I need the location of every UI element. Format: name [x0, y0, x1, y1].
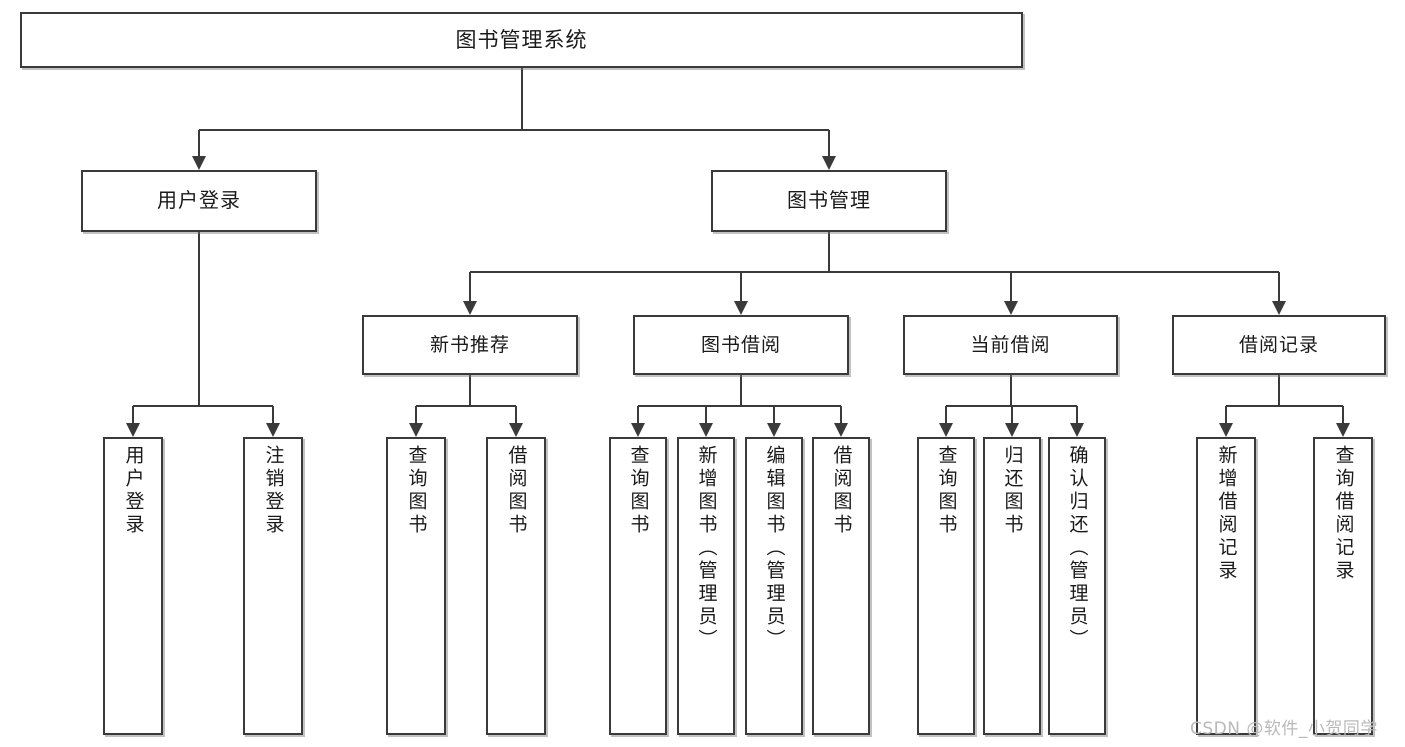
node-leaf-borrow-book-new-label: 借阅图书: [505, 445, 528, 537]
node-leaf-user-login-label: 用户登录: [122, 445, 145, 537]
connector-to-leaf-user-login: [132, 406, 134, 435]
connector-to-leaf-edit-book: [773, 406, 775, 435]
node-leaf-query-book-current[interactable]: 查询图书: [917, 437, 975, 735]
connector-book-borrow-stem: [740, 375, 742, 406]
node-leaf-return-book-label: 归还图书: [1001, 445, 1024, 537]
node-leaf-query-book-borrow[interactable]: 查询图书: [609, 437, 667, 735]
connector-arrowhead: [822, 156, 836, 170]
connector-book-borrow-bus: [638, 405, 841, 407]
connector-root-bus: [199, 129, 829, 131]
node-root-label: 图书管理系统: [455, 27, 588, 52]
connector-arrowhead: [266, 423, 280, 437]
node-user-login-label: 用户登录: [157, 188, 241, 213]
node-book-borrow-label: 图书借阅: [700, 333, 781, 356]
connector-to-leaf-query-book-borrow: [637, 406, 639, 435]
connector-to-leaf-confirm-return: [1076, 406, 1078, 435]
node-leaf-edit-book[interactable]: 编辑图书（管理员）: [745, 437, 803, 735]
connector-to-user-login: [198, 130, 200, 168]
connector-book-manage-stem: [828, 232, 830, 272]
connector-to-leaf-logout-login: [272, 406, 274, 435]
connector-arrowhead: [1003, 301, 1018, 315]
node-book-borrow[interactable]: 图书借阅: [633, 315, 849, 375]
connector-root-stem: [520, 68, 523, 130]
connector-book-manage-bus: [470, 271, 1279, 273]
node-current-borrow[interactable]: 当前借阅: [903, 315, 1118, 375]
connector-to-new-book-recommend: [469, 272, 471, 313]
connector-arrowhead: [126, 423, 140, 437]
connector-to-book-manage: [828, 130, 830, 168]
node-borrow-record-label: 借阅记录: [1238, 333, 1319, 356]
connector-to-current-borrow: [1009, 272, 1012, 313]
connector-user-login-stem: [198, 232, 200, 406]
node-new-book-recommend-label: 新书推荐: [429, 333, 510, 356]
connector-arrowhead: [192, 156, 206, 170]
node-leaf-borrow-book[interactable]: 借阅图书: [812, 437, 870, 735]
node-leaf-add-book[interactable]: 新增图书（管理员）: [677, 437, 735, 735]
connector-to-leaf-query-book-current: [945, 406, 947, 435]
node-root[interactable]: 图书管理系统: [20, 12, 1023, 68]
connector-to-leaf-return-book: [1011, 406, 1013, 435]
node-leaf-edit-book-label: 编辑图书（管理员）: [763, 445, 786, 652]
node-new-book-recommend[interactable]: 新书推荐: [362, 315, 578, 375]
node-borrow-record[interactable]: 借阅记录: [1172, 315, 1386, 375]
connector-arrowhead: [767, 423, 781, 437]
connector-to-leaf-query-book-new: [415, 406, 417, 435]
node-leaf-query-book-new-label: 查询图书: [405, 445, 428, 537]
node-book-manage[interactable]: 图书管理: [711, 170, 947, 232]
connector-current-borrow-stem: [1009, 375, 1012, 406]
connector-arrowhead: [1219, 423, 1233, 437]
connector-borrow-record-stem: [1278, 375, 1280, 406]
connector-arrowhead: [699, 423, 713, 437]
connector-arrowhead: [409, 423, 423, 437]
connector-to-borrow-record: [1278, 272, 1280, 313]
connector-to-leaf-add-book: [705, 406, 707, 435]
node-leaf-logout-login[interactable]: 注销登录: [243, 437, 303, 735]
connector-arrowhead: [1272, 301, 1286, 315]
node-leaf-add-book-label: 新增图书（管理员）: [695, 445, 718, 652]
node-leaf-add-borrow-record[interactable]: 新增借阅记录: [1196, 437, 1256, 735]
node-leaf-return-book[interactable]: 归还图书: [983, 437, 1041, 735]
connector-to-book-borrow: [740, 272, 742, 313]
connector-user-login-bus: [133, 405, 273, 407]
connector-to-leaf-add-borrow-record: [1225, 406, 1227, 435]
connector-arrowhead: [509, 423, 523, 437]
connector-arrowhead: [463, 301, 477, 315]
node-current-borrow-label: 当前借阅: [970, 333, 1051, 356]
connector-arrowhead: [834, 423, 848, 437]
node-leaf-user-login[interactable]: 用户登录: [103, 437, 163, 735]
connector-new-book-recommend-bus: [416, 405, 516, 407]
node-leaf-borrow-book-new[interactable]: 借阅图书: [486, 437, 546, 735]
connector-arrowhead: [1005, 423, 1019, 437]
node-leaf-query-borrow-record[interactable]: 查询借阅记录: [1313, 437, 1373, 735]
node-leaf-confirm-return-label: 确认归还（管理员）: [1066, 445, 1089, 652]
node-leaf-query-borrow-record-label: 查询借阅记录: [1332, 445, 1355, 583]
node-leaf-query-book-new[interactable]: 查询图书: [386, 437, 446, 735]
connector-arrowhead: [1336, 423, 1350, 437]
node-leaf-query-book-current-label: 查询图书: [935, 445, 958, 537]
node-user-login[interactable]: 用户登录: [81, 170, 317, 232]
node-leaf-add-borrow-record-label: 新增借阅记录: [1215, 445, 1238, 583]
node-leaf-logout-login-label: 注销登录: [262, 445, 285, 537]
node-leaf-confirm-return[interactable]: 确认归还（管理员）: [1048, 437, 1106, 735]
connector-arrowhead: [631, 423, 645, 437]
connector-to-leaf-borrow-book-new: [515, 406, 517, 435]
connector-to-leaf-query-borrow-record: [1342, 406, 1344, 435]
node-leaf-borrow-book-label: 借阅图书: [830, 445, 853, 537]
connector-new-book-recommend-stem: [469, 375, 471, 406]
connector-arrowhead: [734, 301, 748, 315]
connector-arrowhead: [1070, 423, 1084, 437]
node-leaf-query-book-borrow-label: 查询图书: [627, 445, 650, 537]
node-book-manage-label: 图书管理: [787, 188, 871, 213]
connector-to-leaf-borrow-book: [840, 406, 842, 435]
connector-arrowhead: [939, 423, 953, 437]
connector-borrow-record-bus: [1226, 405, 1343, 407]
